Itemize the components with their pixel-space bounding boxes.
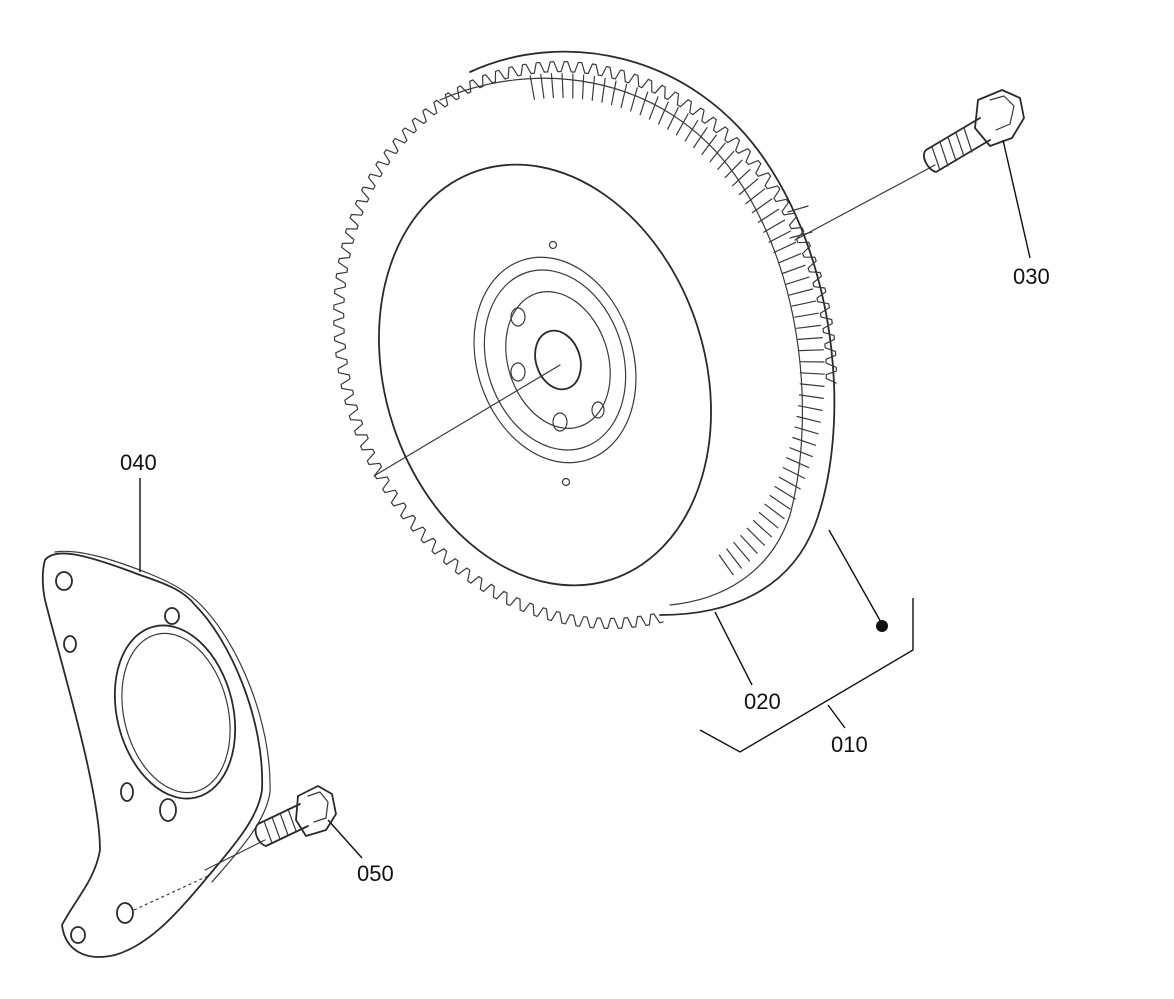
bolt-050-head-face [307,791,329,823]
flywheel-face [378,163,712,587]
plate-outline [41,552,264,958]
leader-050 [327,819,363,859]
hub-hole [510,307,526,327]
hub-hole [591,401,605,419]
plate-bolt-dashed-line [133,874,211,911]
bolt-030-threads [931,127,973,171]
hub-hole [552,412,568,432]
bolt-030-head [974,89,1025,147]
ring-gear-side-band [529,73,825,576]
hub-ring-middle [483,269,627,451]
plate-hole [70,926,86,944]
plate-outline-edge [54,550,271,883]
plate-bolt-axis [204,839,266,871]
leader-020 [714,611,753,686]
adapter-plate [41,550,271,958]
plate-hole [63,635,77,653]
plate-hole [164,607,180,625]
plate-bolt [254,785,337,847]
plate-bore-inner [121,632,231,794]
label-040: 040 [120,450,157,475]
ring-gear-teeth [333,61,837,629]
plate-hole [120,782,134,802]
bolt-030-axis [794,164,936,241]
bolt-030-head-face [989,95,1015,131]
plate-bore [113,624,237,800]
leader-030 [1002,139,1031,259]
label-020: 020 [744,689,781,714]
flywheel-bolt [794,89,1025,241]
hub-ring-inner [505,291,611,429]
bolt-030-shank [923,117,991,173]
flywheel-axis [373,364,561,477]
dowel-hole [548,240,558,250]
plate-hole [55,571,73,591]
callout-leaders [139,139,1031,859]
leader-010-dot [876,620,888,632]
center-bore [534,329,582,391]
flywheel [333,50,837,629]
leader-010 [827,704,846,729]
flywheel-back-edge [439,77,803,606]
bolt-050-threads [263,808,297,844]
plate-hole [116,902,134,924]
label-030: 030 [1013,264,1050,289]
plate-hole [159,798,177,822]
hub-hole [510,362,526,382]
dowel-hole [561,477,571,487]
hub-ring-outer [473,256,637,464]
leader-010-pointer [828,529,883,625]
assembly-bracket [699,598,914,753]
flywheel-outer-rim [469,50,836,616]
bolt-050-head [295,785,337,837]
label-050: 050 [357,861,394,886]
label-010: 010 [831,732,868,757]
